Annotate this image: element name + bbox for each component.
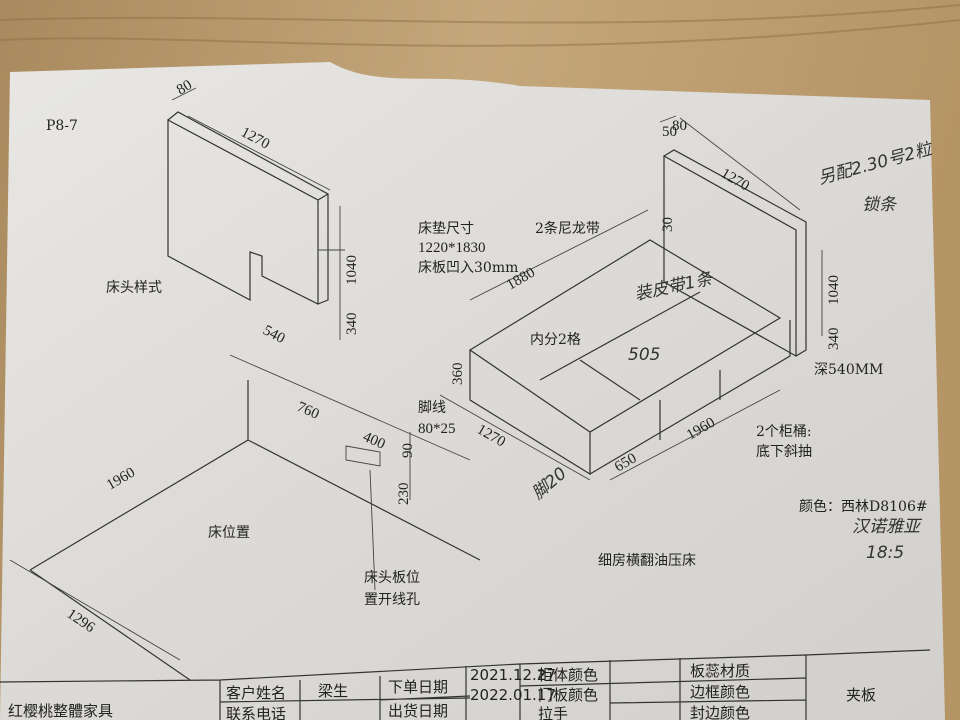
order-date-label: 2021.12.27 <box>470 666 556 684</box>
head-height-label: 1040 <box>826 275 842 305</box>
order-form: 红樱桃整體家具 客户姓名 梁生 联系电话 下单日期 出货日期 2021.12.2… <box>0 649 931 720</box>
bed-view: 50 80 1270 1040 340 30 深540MM 2条尼龙带 1880… <box>418 115 883 481</box>
mattress-size-label: 床垫尺寸 <box>418 221 474 237</box>
recess-label: 30 <box>660 217 676 232</box>
notch-label: 340 <box>344 313 360 336</box>
top-50-label: 50 <box>662 124 677 140</box>
drawers-2-label: 底下斜抽 <box>756 444 812 460</box>
door-color-label: 门板颜色 <box>538 686 598 704</box>
skirting-1-label: 脚线 <box>418 400 446 416</box>
head-low-label: 340 <box>826 328 842 351</box>
label-label: 床位置 <box>208 525 250 541</box>
drawers-1-label: 2个柜桶: <box>756 424 812 440</box>
color-name-label: 汉诺雅亚 <box>852 517 923 537</box>
ship-date-label: 2022.01.17 <box>470 686 556 704</box>
frame-color-label: 边框颜色 <box>690 683 750 701</box>
num-label: 18:5 <box>866 543 904 563</box>
company-label: 红樱桃整體家具 <box>8 702 113 720</box>
drawing-code: P8-7 <box>46 118 78 134</box>
extra-2-label: 锁条 <box>862 195 898 215</box>
top-80-label: 80 <box>672 118 687 134</box>
height-360-label: 360 <box>450 363 466 386</box>
mattress-size-value: 1220*1830 <box>418 240 486 256</box>
thickness-label: 80 <box>174 77 195 98</box>
label-label: 床头样式 <box>106 280 162 296</box>
edge-color-label: 封边颜色 <box>690 704 750 720</box>
hole-label-1-label: 床头板位 <box>364 570 420 586</box>
compartments-label: 内分2格 <box>530 332 581 348</box>
d230-label: 230 <box>396 483 412 506</box>
note-505-label: 505 <box>628 345 660 365</box>
height-label: 1040 <box>344 255 360 285</box>
phone-label-label: 联系电话 <box>226 705 286 720</box>
core-material-label: 板蕊材质 <box>690 662 750 680</box>
ship-date-label-label: 出货日期 <box>388 702 448 720</box>
customer-label-label: 客户姓名 <box>226 684 286 702</box>
handle-label: 拉手 <box>538 705 568 720</box>
customer-value-label: 梁生 <box>318 682 348 700</box>
d90-label: 90 <box>400 443 416 458</box>
cabinet-color-label: 柜体颜色 <box>538 666 598 684</box>
mattress-note: 床垫尺寸 1220*1830 床板凹入30mm <box>418 221 518 276</box>
product-title: 细房横翻油压床 <box>598 553 696 569</box>
order-date-label-label: 下单日期 <box>388 678 448 696</box>
paper <box>0 62 945 720</box>
depth-label: 深540MM <box>814 362 883 378</box>
board-recess-note: 床板凹入30mm <box>418 260 518 276</box>
plywood-label: 夹板 <box>846 686 876 704</box>
straps-label: 2条尼龙带 <box>535 220 600 237</box>
skirting-2-label: 80*25 <box>418 421 456 437</box>
color-spec: 颜色：西林D8106# <box>799 498 928 515</box>
hole-label-2-label: 置开线孔 <box>364 592 420 608</box>
